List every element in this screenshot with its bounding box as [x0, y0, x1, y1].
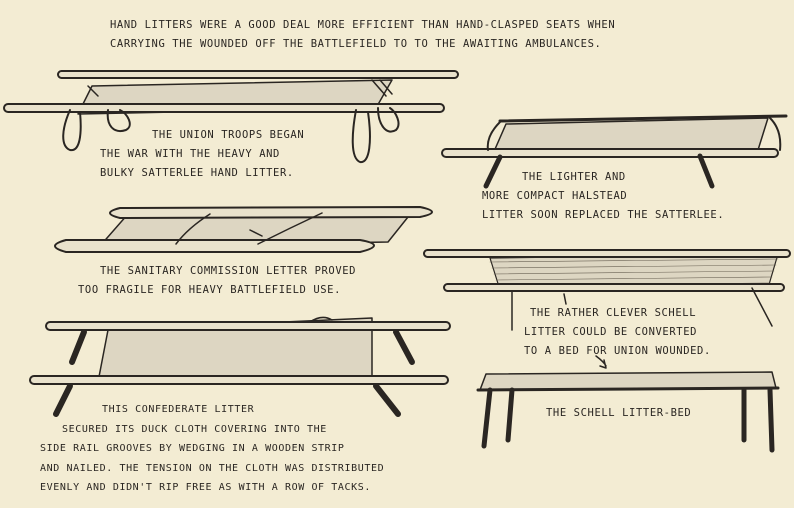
caption-confederate-line-4: AND NAILED. THE TENSION ON THE CLOTH WAS… [40, 462, 385, 474]
caption-satterlee-line-3: BULKY SATTERLEE HAND LITTER. [100, 167, 294, 179]
caption-confederate: THIS CONFEDERATE LITTER SECURED ITS DUCK… [40, 400, 384, 498]
schell-litter-drawing [423, 249, 791, 331]
caption-schell-line-1: THE RATHER CLEVER SCHELL [530, 307, 697, 319]
caption-halstead-line-1: THE LIGHTER AND [522, 171, 626, 183]
caption-halstead-line-3: LITTER SOON REPLACED THE SATTERLEE. [482, 209, 725, 221]
caption-satterlee-line-2: THE WAR WITH THE HEAVY AND [100, 148, 280, 160]
caption-sanitary-commission: THE SANITARY COMMISSION LETTER PROVED TO… [78, 262, 356, 300]
caption-schell: THE RATHER CLEVER SCHELL LITTER COULD BE… [524, 304, 711, 361]
caption-sanitary-line-2: TOO FRAGILE FOR HEAVY BATTLEFIELD USE. [78, 284, 342, 296]
caption-satterlee: THE UNION TROOPS BEGAN THE WAR WITH THE … [100, 126, 304, 183]
header-line-1: HAND LITTERS WERE A GOOD DEAL MORE EFFIC… [110, 19, 616, 31]
header-line-2: CARRYING THE WOUNDED OFF THE BATTLEFIELD… [110, 38, 602, 50]
caption-schell-line-3: TO A BED FOR UNION WOUNDED. [524, 345, 711, 357]
schell-litter-bed-drawing [476, 355, 780, 453]
caption-confederate-line-1: THIS CONFEDERATE LITTER [102, 404, 255, 415]
caption-schell-litter-bed: THE SCHELL LITTER-BED [546, 404, 691, 423]
caption-satterlee-line-1: THE UNION TROOPS BEGAN [152, 129, 305, 141]
halstead-litter-drawing [441, 114, 788, 189]
satterlee-litter-drawing [3, 70, 459, 163]
header-text: HAND LITTERS WERE A GOOD DEAL MORE EFFIC… [110, 16, 615, 54]
caption-confederate-line-5: EVENLY AND DIDN'T RIP FREE AS WITH A ROW… [40, 482, 372, 493]
caption-schell-bed-line-1: THE SCHELL LITTER-BED [546, 407, 692, 419]
caption-confederate-line-2: SECURED ITS DUCK CLOTH COVERING INTO THE [62, 423, 327, 435]
caption-halstead: THE LIGHTER AND MORE COMPACT HALSTEAD LI… [482, 168, 724, 225]
caption-halstead-line-2: MORE COMPACT HALSTEAD [482, 190, 628, 202]
caption-schell-line-2: LITTER COULD BE CONVERTED [524, 326, 698, 338]
caption-confederate-line-3: SIDE RAIL GROOVES BY WEDGING IN A WOODEN… [40, 443, 345, 454]
confederate-litter-drawing [29, 316, 451, 417]
sanitary-commission-litter-drawing [54, 206, 433, 253]
caption-sanitary-line-1: THE SANITARY COMMISSION LETTER PROVED [100, 265, 357, 277]
